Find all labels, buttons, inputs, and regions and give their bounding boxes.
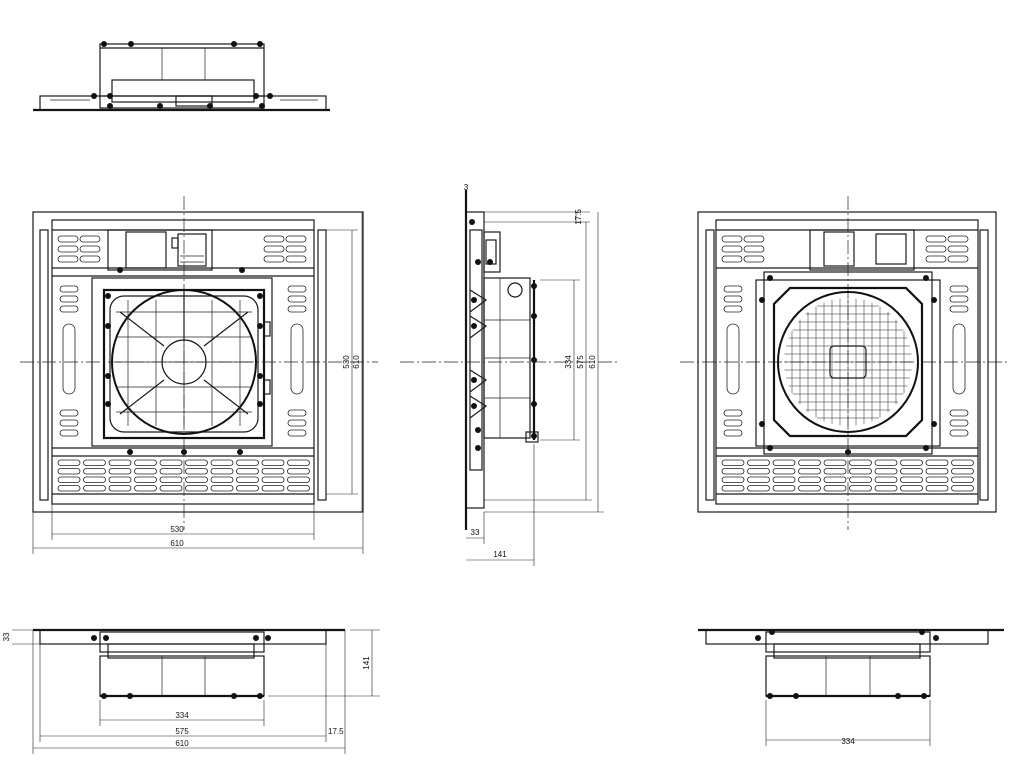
dim-bottom-left-outer-width: 610 bbox=[175, 739, 189, 748]
rear-view bbox=[680, 196, 1010, 530]
front-view bbox=[20, 196, 378, 554]
dim-side-mid-height: 575 bbox=[576, 355, 585, 369]
dim-side-flange-depth: 33 bbox=[471, 528, 480, 537]
dim-bottom-left-mid-width: 575 bbox=[175, 727, 189, 736]
bottom-elevation-right bbox=[698, 628, 1004, 746]
top-elevation-view bbox=[33, 41, 330, 112]
dim-bottom-left-offset: 17.5 bbox=[328, 727, 344, 736]
side-view bbox=[400, 190, 620, 566]
dim-front-inner-width: 530 bbox=[170, 525, 184, 534]
dim-front-outer-width: 610 bbox=[170, 539, 184, 548]
dim-bottom-left-flange: 33 bbox=[2, 632, 11, 641]
dim-side-top-marker: 3 bbox=[464, 183, 469, 192]
dim-side-top-offset: 17.5 bbox=[574, 209, 583, 225]
dim-bottom-left-fan-width: 334 bbox=[175, 711, 189, 720]
bottom-elevation-left bbox=[12, 628, 380, 754]
dim-side-total-depth: 141 bbox=[493, 550, 507, 559]
dim-side-fan-height: 334 bbox=[564, 355, 573, 369]
dim-side-outer-height: 610 bbox=[588, 355, 597, 369]
dim-bottom-right-fan-width: 334 bbox=[841, 737, 855, 746]
dim-front-inner-height: 530 bbox=[342, 355, 351, 369]
dim-front-outer-height: 610 bbox=[352, 355, 361, 369]
dim-bottom-left-depth: 141 bbox=[362, 656, 371, 670]
